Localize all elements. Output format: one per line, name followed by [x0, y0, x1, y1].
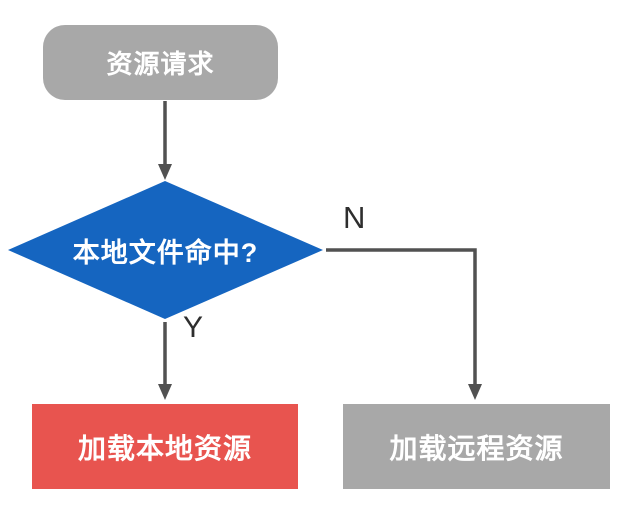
decision-diamond	[8, 181, 323, 319]
local-resource-node: 加载本地资源	[32, 404, 298, 489]
local-resource-node-label: 加载本地资源	[77, 432, 252, 464]
edge-decision-to-remote-line	[326, 248, 477, 386]
edge-label-yes: Y	[183, 311, 204, 344]
edge-start-to-decision	[158, 101, 172, 180]
decision-node-label: 本地文件命中?	[72, 237, 259, 268]
remote-resource-node-label: 加载远程资源	[389, 432, 564, 464]
edge-decision-to-remote	[326, 248, 482, 400]
arrowhead-down-icon	[468, 384, 482, 400]
arrowhead-down-icon	[158, 164, 172, 180]
start-node: 资源请求	[43, 25, 278, 100]
edge-label-no: N	[343, 200, 366, 235]
edge-decision-to-local	[158, 322, 172, 400]
remote-resource-node: 加载远程资源	[343, 404, 610, 489]
arrowhead-down-icon	[158, 384, 172, 400]
start-node-label: 资源请求	[106, 49, 215, 79]
